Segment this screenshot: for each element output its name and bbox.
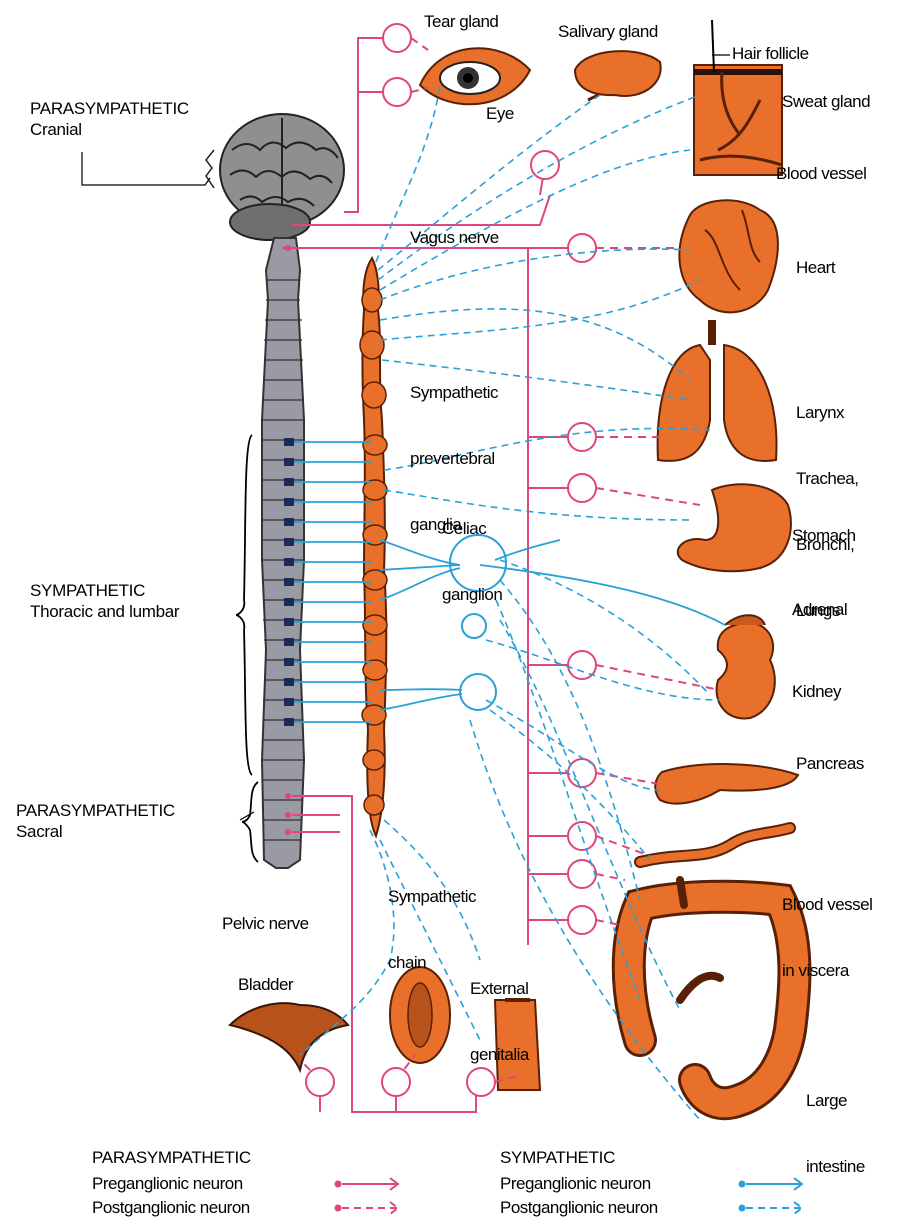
- legend-parasympathetic-pre-line: [336, 1178, 399, 1190]
- legend-parasympathetic-post-line: [336, 1202, 399, 1214]
- legend-sympathetic-pre-line: [740, 1178, 803, 1190]
- legend-sympathetic-post-line: [740, 1202, 803, 1214]
